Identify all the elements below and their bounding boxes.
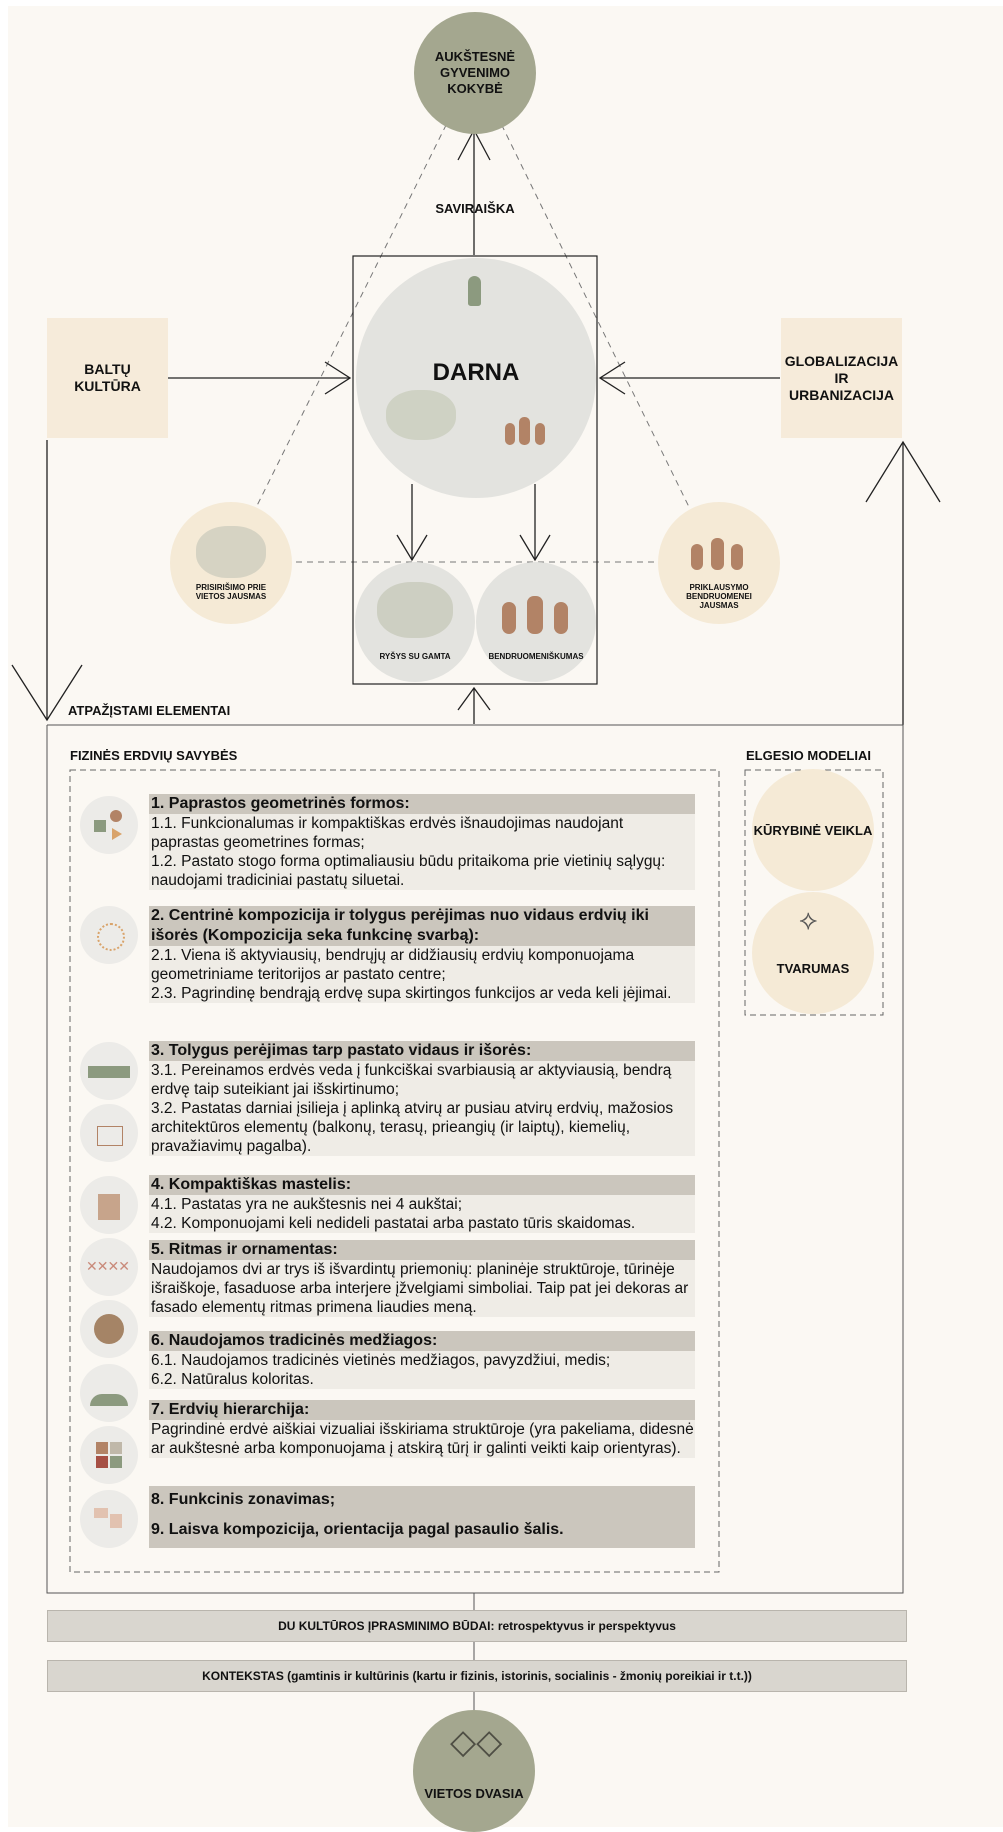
people-icon — [505, 417, 550, 447]
item-title: 5. Ritmas ir ornamentas: — [149, 1240, 695, 1260]
item-line: 3.2. Pastatas darniai įsilieja į aplinką… — [149, 1099, 695, 1156]
item-title: 2. Centrinė kompozicija ir tolygus perėj… — [149, 906, 695, 946]
item-title: 3. Tolygus perėjimas tarp pastato vidaus… — [149, 1041, 695, 1061]
quality-of-life-label: AUKŠTESNĖ GYVENIMO KOKYBĖ — [434, 49, 516, 96]
ornament-icon: ✕✕✕✕ — [80, 1238, 138, 1296]
item-9: 9. Laisva kompozicija, orientacija pagal… — [149, 1520, 695, 1540]
item-1: 1. Paprastos geometrinės formos: 1.1. Fu… — [149, 794, 695, 890]
item-line: 1.2. Pastato stogo forma optimaliausiu b… — [149, 852, 695, 890]
item-line: 1.1. Funkcionalumas ir kompaktiškas erdv… — [149, 814, 695, 852]
item-title: 6. Naudojamos tradicinės medžiagos: — [149, 1331, 695, 1351]
quality-of-life-circle: AUKŠTESNĖ GYVENIMO KOKYBĖ — [414, 12, 536, 134]
item-4: 4. Kompaktiškas mastelis: 4.1. Pastatas … — [149, 1175, 695, 1233]
item-2: 2. Centrinė kompozicija ir tolygus perėj… — [149, 906, 695, 1003]
context-label: KONTEKSTAS (gamtinis ir kultūrinis (kart… — [202, 1669, 752, 1683]
item-title: 8. Funkcinis zonavimas; — [149, 1490, 695, 1510]
baltic-culture-box: BALTŲ KULTŪRA — [47, 318, 168, 438]
central-composition-icon — [80, 906, 138, 964]
spirit-of-place-icon: ◇◇ — [450, 1723, 503, 1761]
geometric-shapes-icon — [80, 796, 138, 854]
item-line: Pagrindinė erdvė aiškiai vizualiai išski… — [149, 1420, 695, 1458]
globalization-box: GLOBALIZACIJA IR URBANIZACIJA — [781, 318, 902, 438]
person-icon — [468, 276, 481, 306]
nature-link-label: RYŠYS SU GAMTA — [379, 652, 451, 661]
tree-icon — [377, 582, 453, 638]
sustainability-label: TVARUMAS — [776, 960, 850, 976]
place-attachment-circle — [170, 502, 292, 624]
behaviour-models-heading: ELGESIO MODELIAI — [746, 748, 871, 763]
recognizable-elements-heading: ATPAŽĮSTAMI ELEMENTAI — [68, 703, 231, 718]
landscape-icon — [80, 1364, 138, 1422]
compact-house-icon — [80, 1176, 138, 1234]
item-6: 6. Naudojamos tradicinės medžiagos: 6.1.… — [149, 1331, 695, 1389]
globalization-label: GLOBALIZACIJA IR URBANIZACIJA — [784, 352, 899, 403]
hierarchy-icon — [80, 1426, 138, 1484]
sustainability-icon: ⟡ — [799, 904, 818, 935]
item-5: 5. Ritmas ir ornamentas: Naudojamos dvi … — [149, 1240, 695, 1317]
transition-icon — [80, 1042, 138, 1100]
sustainability-circle: TVARUMAS — [752, 892, 874, 1014]
tree-icon — [386, 390, 456, 440]
item-title: 9. Laisva kompozicija, orientacija pagal… — [149, 1520, 695, 1540]
item-7: 7. Erdvių hierarchija: Pagrindinė erdvė … — [149, 1400, 695, 1458]
building-sketch-icon — [80, 1104, 138, 1162]
nature-link-circle — [355, 562, 475, 682]
item-line: 6.1. Naudojamos tradicinės vietinės medž… — [149, 1351, 695, 1370]
item-line: 4.1. Pastatas yra ne aukštesnis nei 4 au… — [149, 1195, 695, 1214]
item-line: Naudojamos dvi ar trys iš išvardintų pri… — [149, 1260, 695, 1317]
belonging-circle — [658, 502, 780, 624]
creative-activity-circle: KŪRYBINĖ VEIKLA — [752, 769, 874, 891]
physical-properties-heading: FIZINĖS ERDVIŲ SAVYBĖS — [70, 748, 238, 763]
item-title: 1. Paprastos geometrinės formos: — [149, 794, 695, 814]
community-circle — [476, 562, 596, 682]
material-icon — [80, 1300, 138, 1358]
item-line: 2.1. Viena iš aktyviausių, bendrųjų ar d… — [149, 946, 695, 984]
creative-activity-label: KŪRYBINĖ VEIKLA — [753, 822, 873, 838]
belonging-label: PRIKLAUSYMO BENDRUOMENEI JAUSMAS — [686, 583, 752, 610]
item-8: 8. Funkcinis zonavimas; — [149, 1490, 695, 1510]
place-attachment-label: PRISIRIŠIMO PRIE VIETOS JAUSMAS — [195, 583, 267, 601]
item-title: 7. Erdvių hierarchija: — [149, 1400, 695, 1420]
tree-icon — [196, 526, 266, 578]
self-expression-label: SAVIRAIŠKA — [435, 201, 515, 216]
item-3: 3. Tolygus perėjimas tarp pastato vidaus… — [149, 1041, 695, 1156]
spirit-of-place-label: VIETOS DVASIA — [424, 1785, 524, 1801]
context-band: KONTEKSTAS (gamtinis ir kultūrinis (kart… — [47, 1660, 907, 1692]
baltic-culture-label: BALTŲ KULTŪRA — [74, 361, 141, 394]
item-line: 4.2. Komponuojami keli nedideli pastatai… — [149, 1214, 695, 1233]
item-line: 2.3. Pagrindinę bendrąją erdvę supa skir… — [149, 984, 695, 1003]
culture-ways-label: DU KULTŪROS ĮPRASMINIMO BŪDAI: retrospek… — [278, 1619, 676, 1633]
people-icon — [691, 538, 747, 572]
item-title: 4. Kompaktiškas mastelis: — [149, 1175, 695, 1195]
culture-ways-band: DU KULTŪROS ĮPRASMINIMO BŪDAI: retrospek… — [47, 1610, 907, 1642]
people-icon — [502, 596, 570, 636]
zoning-icon — [80, 1490, 138, 1548]
community-label: BENDRUOMENIŠKUMAS — [488, 652, 584, 661]
item-line: 3.1. Pereinamos erdvės veda į funkciškai… — [149, 1061, 695, 1099]
item-line: 6.2. Natūralus koloritas. — [149, 1370, 695, 1389]
spirit-of-place-circle: VIETOS DVASIA — [413, 1710, 535, 1832]
harmony-label: DARNA — [432, 359, 520, 386]
